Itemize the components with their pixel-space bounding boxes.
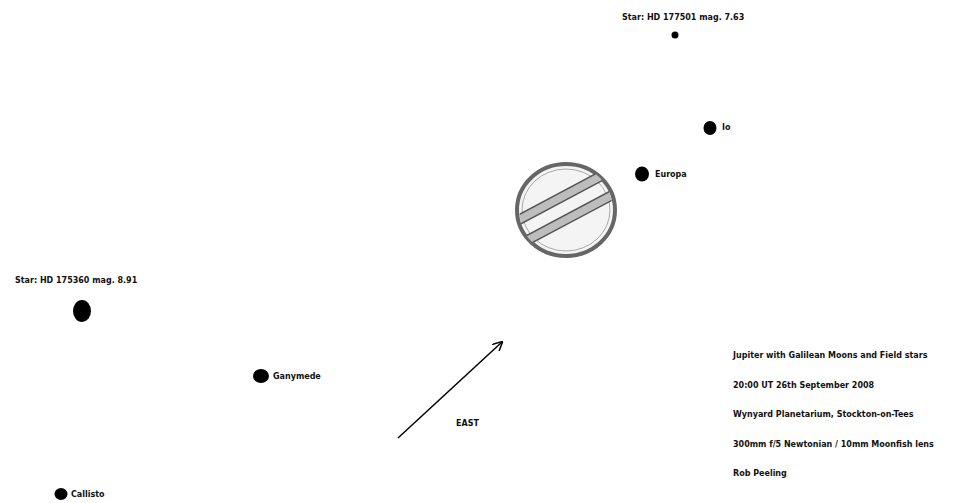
jupiter-disc — [508, 164, 621, 256]
note-text: Jupiter with Galilean Moons and Field st… — [733, 351, 927, 361]
field-star — [672, 32, 679, 39]
moon-io — [704, 121, 717, 135]
moon-europa — [635, 167, 649, 182]
moon-label: Io — [722, 123, 730, 133]
note-text: 20:00 UT 26th September 2008 — [733, 381, 874, 391]
star-label: Star: HD 177501 mag. 7.63 — [622, 13, 744, 23]
note-text: 300mm f/5 Newtonian / 10mm Moonfish lens — [733, 440, 934, 450]
moon-ganymede — [253, 369, 269, 383]
moon-label: Europa — [655, 170, 687, 180]
note-text: Wynyard Planetarium, Stockton-on-Tees — [733, 410, 914, 420]
direction-label: EAST — [456, 419, 479, 429]
moon-label: Callisto — [71, 490, 105, 500]
moon-callisto — [55, 488, 68, 500]
moon-label: Ganymede — [273, 372, 321, 382]
star-label: Star: HD 175360 mag. 8.91 — [15, 276, 137, 286]
direction-arrow — [398, 342, 502, 438]
note-text: Rob Peeling — [733, 469, 787, 479]
field-star — [73, 300, 91, 322]
